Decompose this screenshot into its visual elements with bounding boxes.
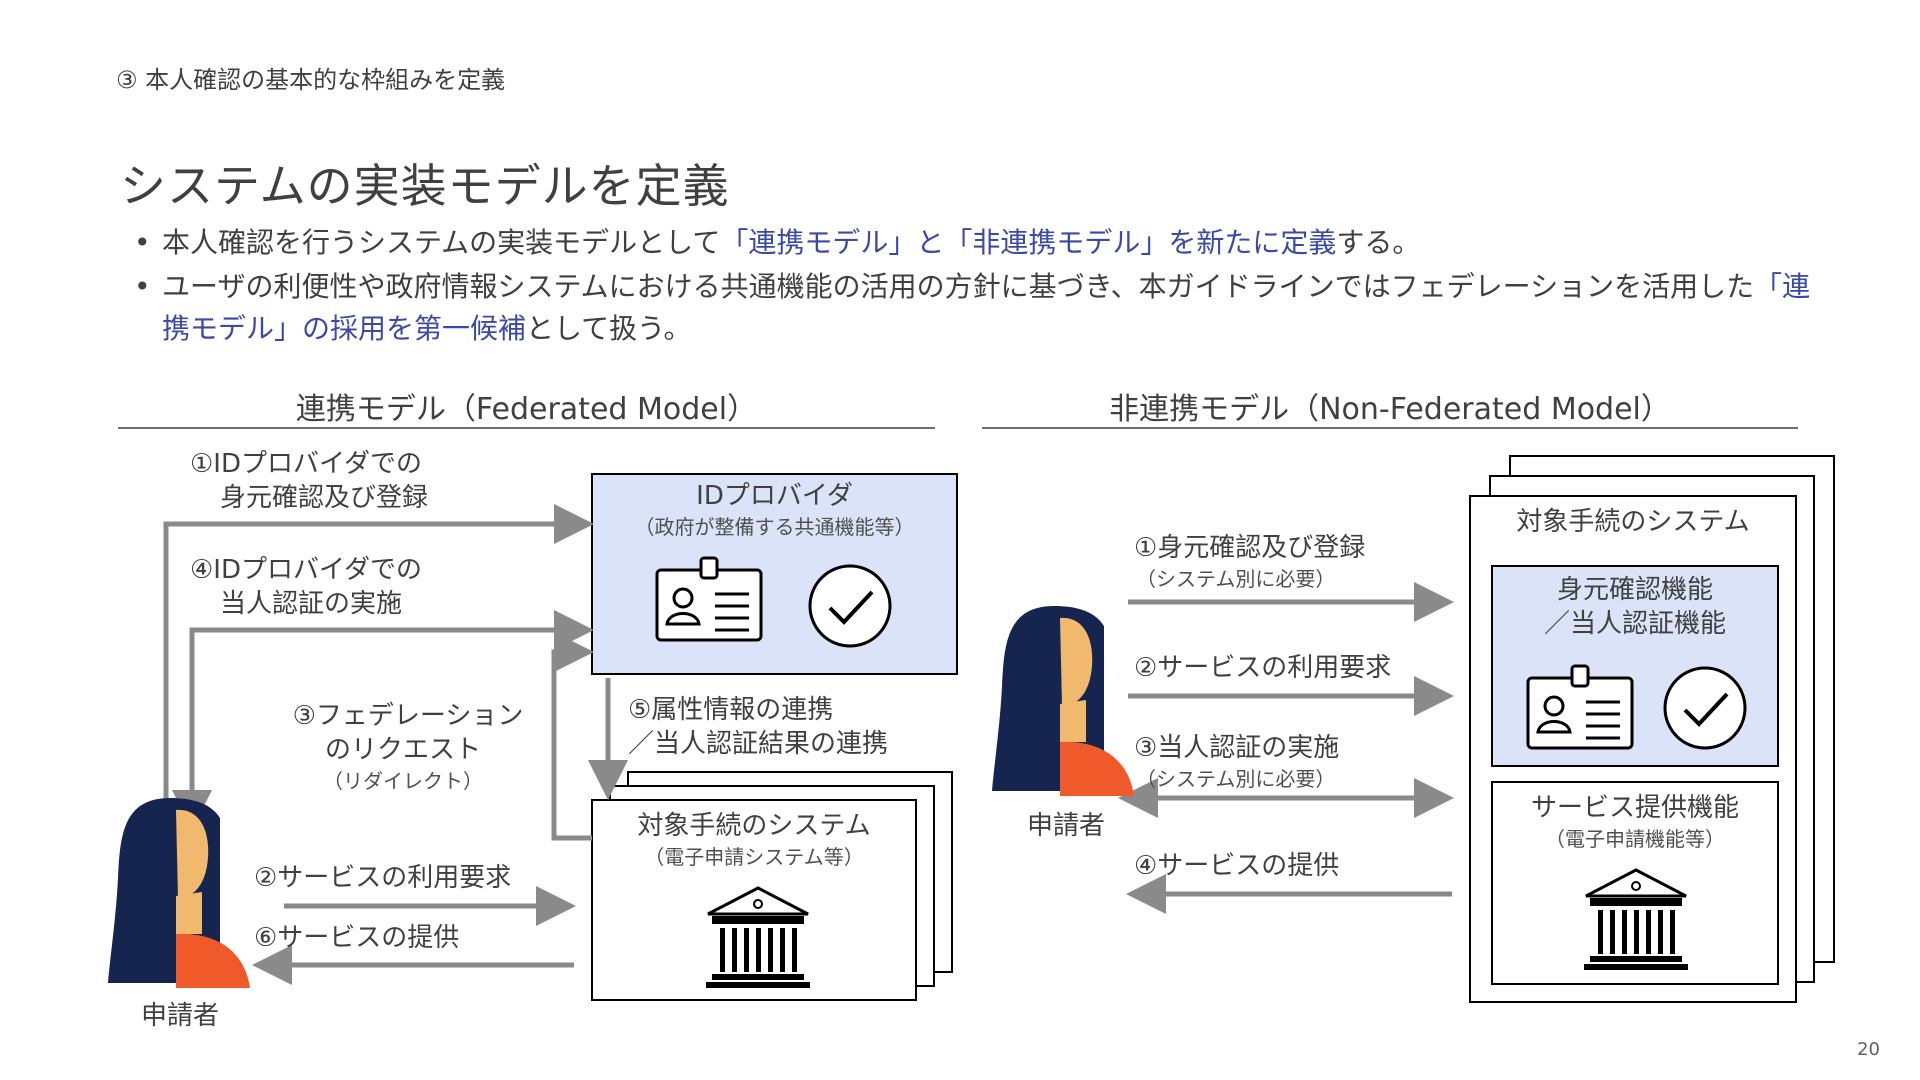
fed-step1-line1: ①IDプロバイダでの: [190, 448, 422, 481]
nonfederated-title: 非連携モデル（Non-Federated Model）: [982, 384, 1798, 428]
nonfed-step4: ④サービスの提供: [1134, 850, 1339, 883]
fed-step4-line1: ④IDプロバイダでの: [190, 554, 422, 587]
fed-step1-line2: 身元確認及び登録: [220, 482, 428, 515]
fed-step5-line1: ⑤属性情報の連携: [628, 694, 833, 727]
fed-applicant-label: 申請者: [110, 1000, 250, 1033]
nonfed-check-icon: [1665, 668, 1745, 748]
page-number: 20: [1857, 1039, 1880, 1060]
nonfed-service-title: サービス提供機能: [1492, 792, 1778, 825]
nonfed-step1: ①身元確認及び登録: [1134, 532, 1365, 565]
nonfed-step3: ③当人認証の実施: [1134, 732, 1339, 765]
idp-subtitle: （政府が整備する共通機能等）: [592, 514, 957, 540]
federated-title: 連携モデル（Federated Model）: [118, 384, 935, 428]
nonfed-step3-sub: （システム別に必要）: [1136, 766, 1335, 792]
nonfed-applicant-icon: [992, 606, 1134, 796]
fed-system-title: 対象手続のシステム: [592, 810, 916, 843]
fed-step3-sub: （リダイレクト）: [268, 768, 538, 794]
nonfed-idcard-icon: [1528, 666, 1632, 748]
nonfed-system-title: 対象手続のシステム: [1470, 506, 1796, 539]
idp-idcard-icon: [657, 558, 761, 640]
fed-step5-line2: ／当人認証結果の連携: [628, 728, 888, 761]
fed-step2: ②サービスの利用要求: [254, 862, 511, 895]
fed-step3-line2: のリクエスト: [268, 734, 538, 767]
fed-system-subtitle: （電子申請システム等）: [592, 844, 916, 870]
fed-step4-line2: 当人認証の実施: [220, 588, 402, 621]
fed-step3-line1: ③フェデレーション: [268, 700, 548, 733]
idp-title: IDプロバイダ: [592, 480, 957, 513]
nonfed-idv-line2: ／当人認証機能: [1492, 608, 1778, 641]
idp-check-icon: [810, 566, 890, 646]
fed-arrow-3: [554, 652, 592, 838]
nonfed-idv-line1: 身元確認機能: [1492, 574, 1778, 607]
nonfed-step1-sub: （システム別に必要）: [1136, 566, 1335, 592]
fed-applicant-icon: [108, 798, 250, 988]
nonfed-applicant-label: 申請者: [996, 810, 1136, 843]
nonfed-service-subtitle: （電子申請機能等）: [1492, 826, 1778, 852]
fed-step6: ⑥サービスの提供: [254, 922, 459, 955]
nonfed-step2: ②サービスの利用要求: [1134, 652, 1391, 685]
